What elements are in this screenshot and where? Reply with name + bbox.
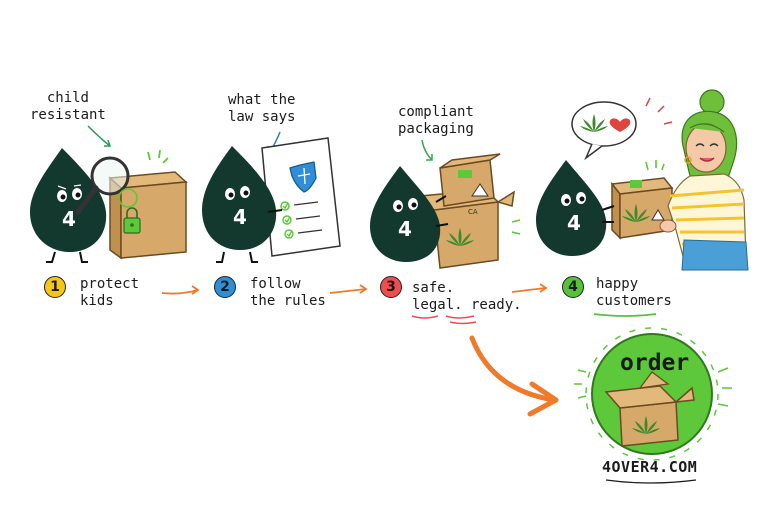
mascot-number: 4 xyxy=(398,217,412,241)
mascot-2 xyxy=(202,146,283,263)
step-line: legal. ready. xyxy=(412,297,522,313)
step-line: happy xyxy=(596,276,639,292)
callout-line: compliant xyxy=(398,104,474,120)
order-badge xyxy=(585,327,719,461)
callout-line: child xyxy=(46,90,89,106)
box-mark: CA xyxy=(468,208,478,216)
callout-arrow-3 xyxy=(421,139,433,161)
callout-child-resistant: child resistant xyxy=(30,90,106,124)
step-1-badge: 1 xyxy=(44,276,66,298)
step-line: follow xyxy=(250,276,301,292)
step-arrow-2 xyxy=(329,288,367,294)
box-3-top xyxy=(439,153,501,207)
website-link[interactable]: 4OVER4.COM xyxy=(602,458,698,476)
checklist-icon xyxy=(280,201,323,239)
order-label[interactable]: order xyxy=(620,350,690,376)
customer-woman xyxy=(659,89,749,271)
step-1-label: protect kids xyxy=(80,276,139,310)
shield-scales-icon xyxy=(289,161,317,193)
step-line: customers xyxy=(596,293,672,309)
step-arrow-3 xyxy=(511,287,547,293)
step-line: safe. xyxy=(412,280,455,296)
mascot-number: 4 xyxy=(567,211,581,235)
step-arrow-1 xyxy=(161,289,199,295)
mascot-number: 4 xyxy=(62,207,76,231)
mascot-4 xyxy=(536,160,615,256)
step-line: kids xyxy=(80,293,114,309)
step-4-badge: 4 xyxy=(562,276,584,298)
heart-icon xyxy=(609,118,631,132)
mascot-number: 4 xyxy=(233,205,247,229)
step-3-badge: 3 xyxy=(380,276,402,298)
big-arrow xyxy=(469,335,557,403)
callout-line: law says xyxy=(228,109,296,125)
callout-what-law-says: what the law says xyxy=(228,92,295,126)
callout-compliant-packaging: compliant packaging xyxy=(398,104,474,138)
callout-arrow-1 xyxy=(87,125,111,147)
step-3-label: safe. legal. ready. xyxy=(412,280,522,314)
step-line: the rules xyxy=(250,293,326,309)
magnifying-glass-icon xyxy=(75,156,138,215)
step-2-badge: 2 xyxy=(214,276,236,298)
law-document xyxy=(261,137,341,257)
mascot-1 xyxy=(30,148,107,263)
callout-line: what the xyxy=(228,92,296,108)
speech-bubble-icon xyxy=(571,101,637,161)
step-2-label: follow the rules xyxy=(250,276,326,310)
step-4-label: happy customers xyxy=(596,276,672,310)
callout-line: resistant xyxy=(30,107,106,123)
mascot-3 xyxy=(370,166,449,262)
callout-line: packaging xyxy=(398,121,474,137)
step-line: protect xyxy=(80,276,140,292)
